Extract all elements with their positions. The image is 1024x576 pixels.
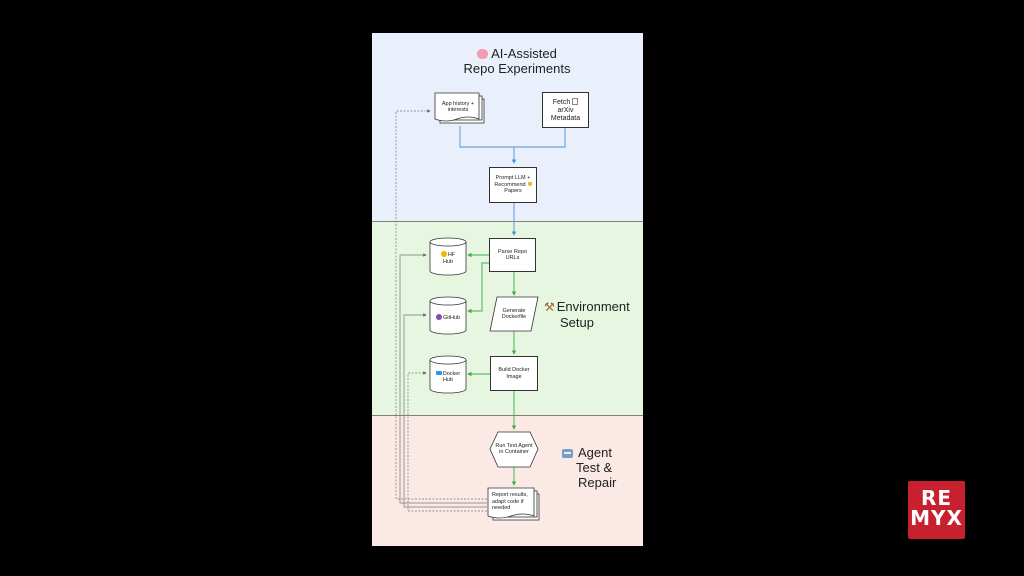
document-icon <box>572 97 579 105</box>
fetch-label-1: Fetch <box>552 98 571 106</box>
tools-icon: ⚒ <box>544 300 555 314</box>
github-node: GitHub <box>430 308 466 328</box>
section-title-env: ⚒Environment Setup <box>544 299 644 330</box>
section-title-agent-line1: Agent <box>578 445 612 460</box>
logo-line-2: MYX <box>910 506 963 530</box>
prompt-label-3: Papers <box>504 188 522 195</box>
prompt-label-1: Prompt LLM + <box>495 175 531 182</box>
prompt-llm-node: Prompt LLM + Recommend Papers <box>489 167 537 203</box>
run-test-shape <box>489 431 539 468</box>
github-label: GitHub <box>442 315 461 322</box>
run-test-node: Run Test Agent in Container <box>494 437 534 461</box>
edge-app-to-prompt <box>459 126 517 164</box>
section-title-ai-text: AI-Assisted Repo Experiments <box>463 46 571 76</box>
fetch-label-3: Metadata <box>550 114 581 122</box>
edge-report-to-dockerhub <box>407 371 487 512</box>
hf-label-2: Hub <box>442 258 454 265</box>
fetch-arxiv-node: Fetch arXiv Metadata <box>542 92 589 128</box>
app-history-node-shape <box>434 92 485 124</box>
edge-parse-to-github <box>467 262 489 314</box>
github-icon <box>435 314 442 321</box>
docker-label-2: Hub <box>442 377 454 383</box>
hf-label-1: HF <box>447 252 456 258</box>
brain-icon <box>477 49 489 59</box>
section-title-agent-line3: Repair <box>578 475 617 490</box>
edge-report-to-app-history <box>395 109 487 500</box>
connectors <box>395 92 566 521</box>
hf-hub-cylinder <box>429 237 467 276</box>
run-test-label: Run Test Agent in Container <box>495 442 533 456</box>
docker-hub-cylinder <box>429 355 467 394</box>
generate-dockerfile-label: Generate Dockerfile <box>501 307 527 321</box>
edge-report-to-hf <box>399 253 487 504</box>
robot-icon <box>562 449 573 458</box>
trophy-icon <box>527 181 532 186</box>
parse-repo-node: Parse Repo URLs <box>489 238 536 272</box>
app-history-node: App history + interests <box>438 97 478 117</box>
edge-fetch-to-prompt <box>514 128 566 148</box>
section-title-env-line1: Environment <box>556 299 630 314</box>
report-label: Report results, adapt code if needed <box>492 492 528 512</box>
report-node-shape <box>487 487 540 521</box>
docker-label-1: Docker <box>442 370 461 377</box>
build-docker-node: Build Docker Image <box>490 356 538 391</box>
generate-dockerfile-shape <box>489 296 539 332</box>
hugging-face-icon <box>440 251 447 257</box>
app-history-label: App history + interests <box>441 100 475 114</box>
remyx-logo: RE MYX <box>908 481 965 539</box>
build-docker-label: Build Docker Image <box>498 367 530 380</box>
section-title-agent-line2: Test & <box>576 460 613 475</box>
github-cylinder <box>429 296 467 335</box>
parse-repo-label: Parse Repo URLs <box>497 248 528 262</box>
fetch-label-2: arXiv <box>557 106 574 114</box>
edge-report-to-github <box>403 313 487 508</box>
diagram-canvas: AI-Assisted Repo Experiments ⚒Environmen… <box>372 33 644 546</box>
section-title-agent: Agent Test & Repair <box>562 445 642 490</box>
logo-line-1: RE <box>920 486 953 510</box>
report-node: Report results, adapt code if needed <box>492 491 532 513</box>
docker-icon <box>435 370 442 375</box>
prompt-label-2: Recommend <box>494 181 526 188</box>
generate-dockerfile-node: Generate Dockerfile <box>498 303 530 325</box>
section-title-ai: AI-Assisted Repo Experiments <box>462 46 572 76</box>
section-title-env-line2: Setup <box>560 315 594 330</box>
